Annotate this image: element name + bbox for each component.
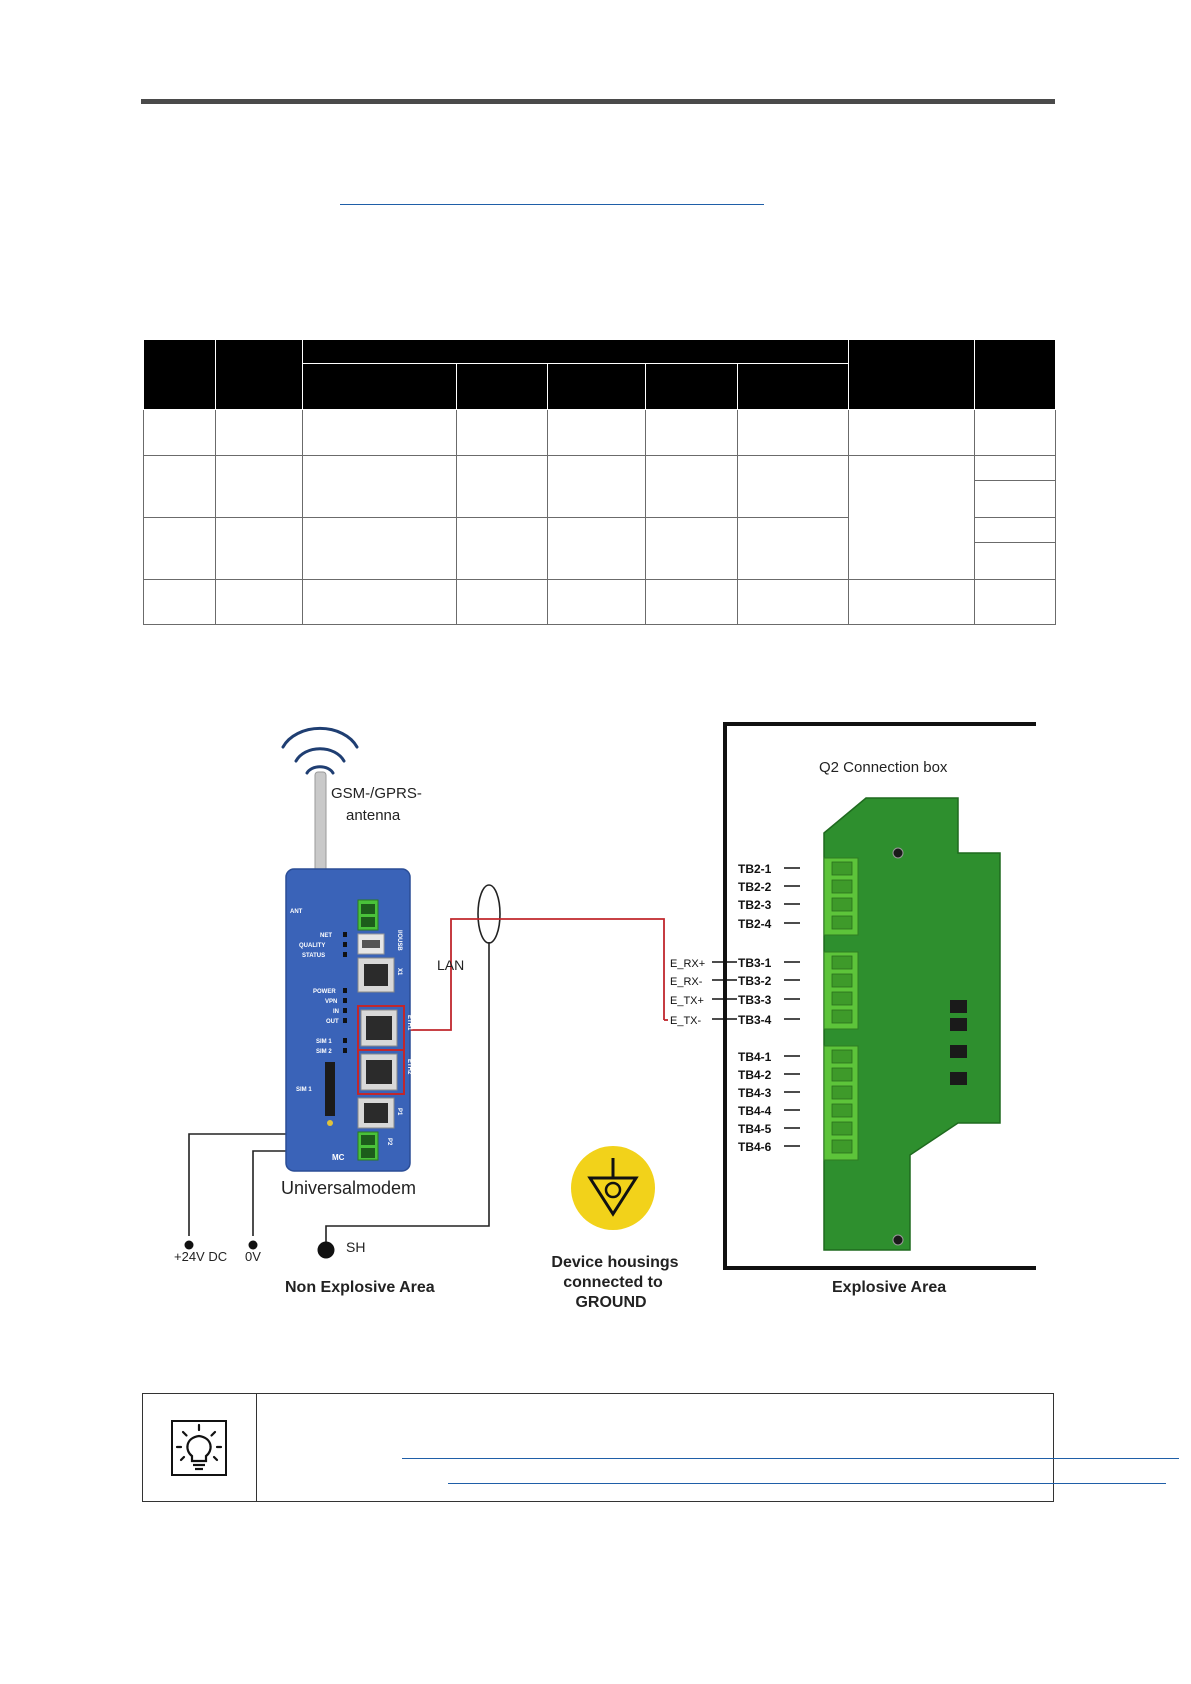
hyperlink-underline[interactable]	[340, 204, 764, 205]
svg-text:X1: X1	[396, 968, 402, 976]
svg-text:TB2-4: TB2-4	[738, 917, 772, 931]
tb-labels: TB2-1 TB2-2 TB2-3 TB2-4 TB3-1 TB3-2 TB3-…	[738, 862, 772, 1154]
svg-text:TB3-3: TB3-3	[738, 993, 772, 1007]
non-explosive-area-label: Non Explosive Area	[285, 1279, 435, 1296]
ground-note: Device housings connected to GROUND	[551, 1254, 678, 1311]
tip-link-underline[interactable]	[448, 1483, 1166, 1484]
header-cell	[848, 339, 976, 410]
svg-text:QUALITY: QUALITY	[299, 943, 325, 949]
svg-text:P2: P2	[386, 1138, 392, 1146]
explosive-area-frame	[723, 722, 1036, 1270]
header-group-cell	[301, 339, 850, 364]
explosive-area-label: Explosive Area	[832, 1279, 946, 1296]
lan-cable-wires	[406, 918, 668, 1031]
terminal-leaders	[712, 867, 800, 1147]
lightbulb-icon	[171, 1420, 227, 1476]
lan-label: LAN	[437, 957, 464, 973]
modem-labels: ANT NET QUALITY STATUS POWER VPN IN OUT …	[290, 909, 345, 1162]
svg-text:MC: MC	[332, 1153, 345, 1162]
table-row	[143, 579, 1057, 625]
modem-device	[285, 868, 411, 1172]
power-zero-label: 0V	[245, 1249, 261, 1264]
svg-text:ETH1: ETH1	[406, 1015, 412, 1031]
svg-text:USB: USB	[396, 938, 402, 951]
svg-text:TB3-2: TB3-2	[738, 974, 772, 988]
svg-text:TB4-4: TB4-4	[738, 1104, 772, 1118]
svg-text:GROUND: GROUND	[575, 1294, 646, 1311]
svg-text:IN: IN	[333, 1009, 339, 1015]
subheader-cell	[645, 363, 738, 410]
svg-text:E_RX+: E_RX+	[670, 958, 705, 970]
svg-text:TB4-1: TB4-1	[738, 1050, 772, 1064]
svg-text:E_RX-: E_RX-	[670, 976, 703, 988]
svg-text:ETH2: ETH2	[406, 1059, 412, 1075]
wireless-signal-icon	[281, 726, 359, 775]
header-cell	[974, 339, 1057, 410]
tip-divider	[256, 1394, 257, 1501]
svg-text:NET: NET	[320, 933, 332, 939]
connection-box-title: Q2 Connection box	[819, 759, 948, 776]
shield-ground-point	[317, 1241, 335, 1259]
svg-text:Device housings: Device housings	[551, 1254, 678, 1271]
svg-text:POWER: POWER	[313, 989, 336, 995]
svg-text:OUT: OUT	[326, 1019, 339, 1025]
modem-port-labels: I/O USB X1 ETH1 ETH2 P1 P2	[386, 930, 412, 1146]
shield-label: SH	[346, 1239, 365, 1255]
svg-text:TB3-4: TB3-4	[738, 1013, 772, 1027]
power-terminal-dots	[184, 1240, 335, 1259]
table-row	[143, 409, 1057, 456]
connection-box-board	[823, 797, 1001, 1251]
cable-shield-ellipse	[477, 884, 501, 944]
header-cell	[215, 339, 303, 410]
data-table	[143, 339, 1057, 625]
antenna-label: GSM-/GPRS-	[331, 785, 422, 802]
svg-text:SIM 2: SIM 2	[316, 1049, 332, 1055]
power-plus-label: +24V DC	[174, 1249, 227, 1264]
svg-text:TB4-2: TB4-2	[738, 1068, 772, 1082]
subheader-cell	[736, 363, 850, 410]
tip-box	[142, 1393, 1179, 1502]
svg-text:SIM 1: SIM 1	[316, 1039, 332, 1045]
svg-text:ANT: ANT	[290, 909, 303, 915]
table-row	[143, 517, 1057, 580]
svg-text:I/O: I/O	[396, 930, 402, 938]
ground-symbol-icon	[571, 1146, 655, 1230]
svg-text:TB2-2: TB2-2	[738, 880, 772, 894]
svg-text:STATUS: STATUS	[302, 953, 325, 959]
modem-name-label: Universalmodem	[281, 1178, 416, 1198]
svg-text:VPN: VPN	[325, 999, 337, 1005]
svg-text:E_TX+: E_TX+	[670, 995, 704, 1007]
subheader-cell	[456, 363, 548, 410]
subheader-cell	[302, 363, 457, 410]
signal-labels: E_RX+ E_RX- E_TX+ E_TX-	[670, 958, 705, 1027]
svg-text:TB2-1: TB2-1	[738, 862, 772, 876]
header-cell	[143, 339, 216, 410]
terminal-blocks	[823, 857, 859, 1161]
svg-text:TB3-1: TB3-1	[738, 956, 772, 970]
svg-text:E_TX-: E_TX-	[670, 1015, 702, 1027]
subheader-cell	[547, 363, 646, 410]
svg-text:TB4-3: TB4-3	[738, 1086, 772, 1100]
tip-link-underline[interactable]	[402, 1458, 1179, 1459]
wiring-diagram: GSM-/GPRS- antenna	[174, 722, 1036, 1311]
svg-text:TB2-3: TB2-3	[738, 898, 772, 912]
svg-text:TB4-6: TB4-6	[738, 1140, 772, 1154]
svg-text:P1: P1	[396, 1108, 402, 1116]
antenna-label: antenna	[346, 807, 401, 824]
table-row	[143, 455, 1057, 580]
svg-text:TB4-5: TB4-5	[738, 1122, 772, 1136]
header-rule	[141, 99, 1055, 104]
svg-text:SIM 1: SIM 1	[296, 1087, 312, 1093]
svg-text:connected to: connected to	[563, 1274, 663, 1291]
